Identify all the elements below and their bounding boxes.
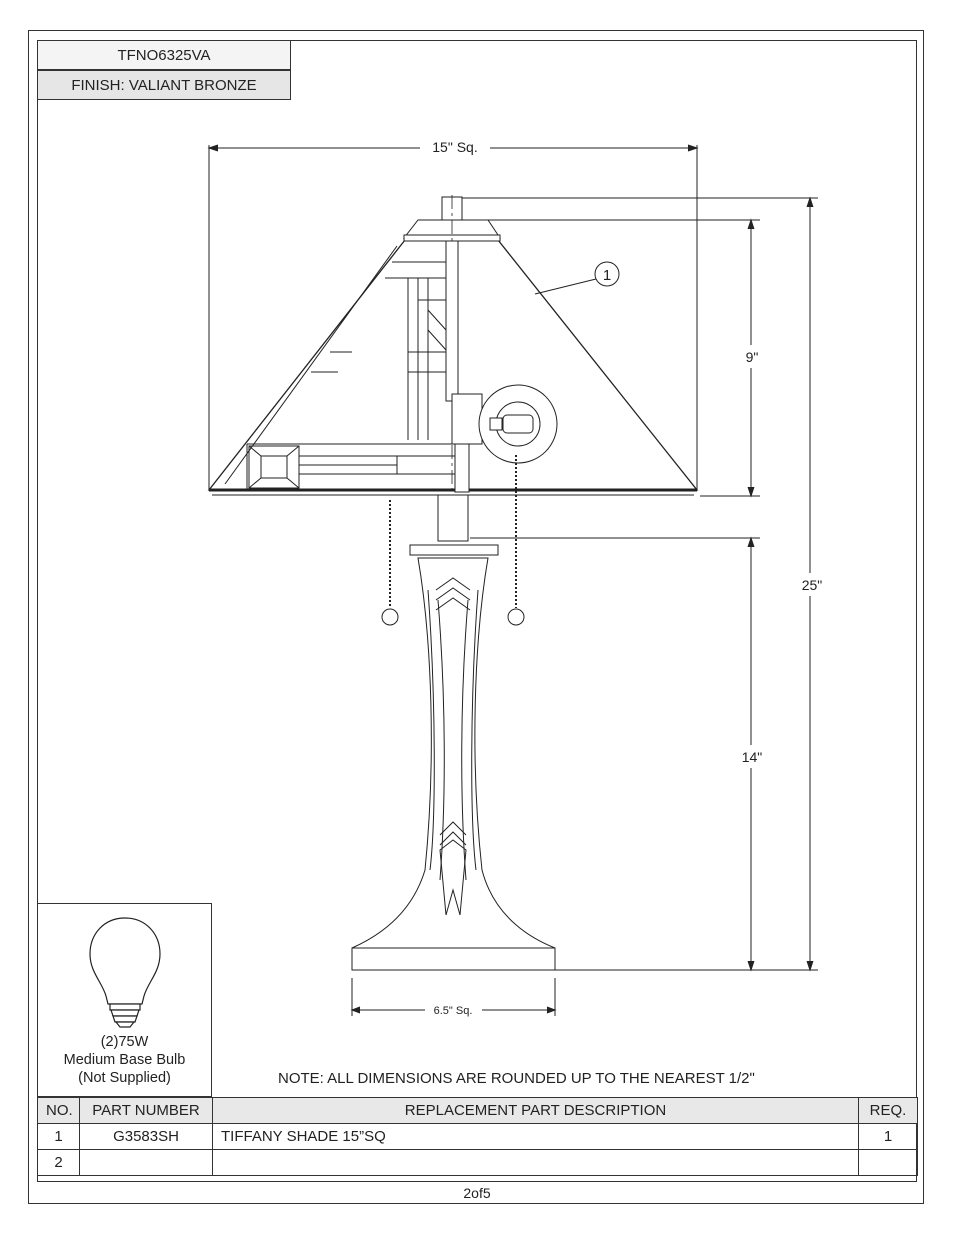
- row-description: [212, 1149, 859, 1176]
- pull-chains: [381, 455, 525, 626]
- row-no: 1: [37, 1123, 80, 1150]
- stem-socket: [437, 240, 483, 542]
- model-number: TFNO6325VA: [117, 46, 211, 64]
- header-req: REQ.: [858, 1097, 918, 1124]
- bulb-type: Medium Base Bulb: [63, 1052, 186, 1068]
- finish-label: FINISH: VALIANT BRONZE: [71, 76, 257, 94]
- model-number-box: TFNO6325VA: [37, 40, 291, 70]
- side-socket: [478, 384, 558, 464]
- dimensions-note: NOTE: ALL DIMENSIONS ARE ROUNDED UP TO T…: [278, 1070, 755, 1087]
- shade-width-label: 15" Sq.: [432, 139, 477, 155]
- table-row: 2: [37, 1149, 918, 1176]
- row-req: 1: [858, 1123, 918, 1150]
- row-part-number: G3583SH: [79, 1123, 213, 1150]
- parts-table-header: NO. PART NUMBER REPLACEMENT PART DESCRIP…: [37, 1097, 918, 1124]
- header-description: REPLACEMENT PART DESCRIPTION: [212, 1097, 859, 1124]
- row-no: 2: [37, 1149, 80, 1176]
- row-description: TIFFANY SHADE 15”SQ: [212, 1123, 859, 1150]
- parts-table: NO. PART NUMBER REPLACEMENT PART DESCRIP…: [37, 1097, 918, 1176]
- overall-height-label: 25": [802, 577, 823, 593]
- bulb-info-box: (2)75W Medium Base Bulb (Not Supplied): [37, 903, 212, 1097]
- finish-box: FINISH: VALIANT BRONZE: [37, 70, 291, 100]
- lamp-base: [351, 544, 556, 971]
- page-outer-frame: [28, 30, 924, 1204]
- bulb-icon: [89, 917, 161, 1028]
- base-width-label: 6.5" Sq.: [434, 1005, 473, 1017]
- base-height-label: 14": [742, 749, 763, 765]
- bulb-supply-note: (Not Supplied): [78, 1070, 171, 1086]
- dimension-lines: [207, 144, 818, 1016]
- callout-circle: [594, 261, 620, 287]
- row-part-number: [79, 1149, 213, 1176]
- row-req: [858, 1149, 918, 1176]
- page-number: 2of5: [463, 1185, 491, 1201]
- bulb-wattage: (2)75W: [100, 1034, 149, 1050]
- header-part-number: PART NUMBER: [79, 1097, 213, 1124]
- table-row: 1 G3583SH TIFFANY SHADE 15”SQ 1: [37, 1123, 918, 1150]
- shade-height-label: 9": [746, 349, 759, 365]
- page-inner-frame: [37, 40, 917, 1182]
- callout-number: 1: [603, 267, 611, 284]
- header-no: NO.: [37, 1097, 80, 1124]
- finial-cap: [402, 195, 501, 545]
